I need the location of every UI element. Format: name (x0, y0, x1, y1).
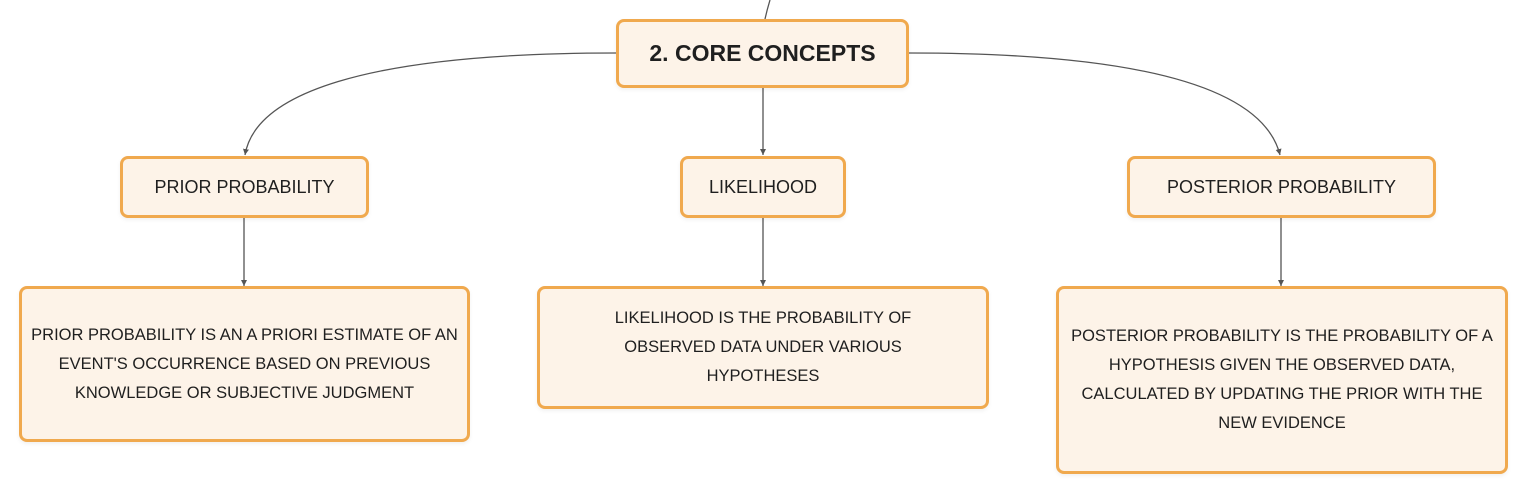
concept-title: LIKELIHOOD (708, 176, 818, 197)
concept-node-posterior-probability[interactable]: POSTERIOR PROBABILITY (1127, 156, 1436, 218)
concept-node-prior-probability[interactable]: PRIOR PROBABILITY (120, 156, 369, 218)
description-text: POSTERIOR PROBABILITY IS THE PROBABILITY… (1071, 327, 1493, 432)
concept-title: POSTERIOR PROBABILITY (1166, 176, 1397, 197)
description-text: LIKELIHOOD IS THE PROBABILITY OF OBSERVE… (614, 309, 912, 385)
connector-root-posterior (908, 52, 1282, 156)
description-text: PRIOR PROBABILITY IS AN A PRIORI ESTIMAT… (31, 325, 458, 402)
connector-root-prior (243, 52, 617, 156)
description-node-posterior-probability[interactable]: POSTERIOR PROBABILITY IS THE PROBABILITY… (1056, 286, 1508, 474)
description-node-likelihood[interactable]: LIKELIHOOD IS THE PROBABILITY OF OBSERVE… (537, 286, 989, 409)
concept-title: PRIOR PROBABILITY (154, 176, 335, 197)
incoming-connector (764, 0, 771, 20)
description-node-prior-probability[interactable]: PRIOR PROBABILITY IS AN A PRIORI ESTIMAT… (19, 286, 470, 442)
root-node-core-concepts[interactable]: 2. CORE CONCEPTS (616, 19, 909, 88)
concept-node-likelihood[interactable]: LIKELIHOOD (680, 156, 846, 218)
root-node-label: 2. CORE CONCEPTS (649, 40, 876, 66)
